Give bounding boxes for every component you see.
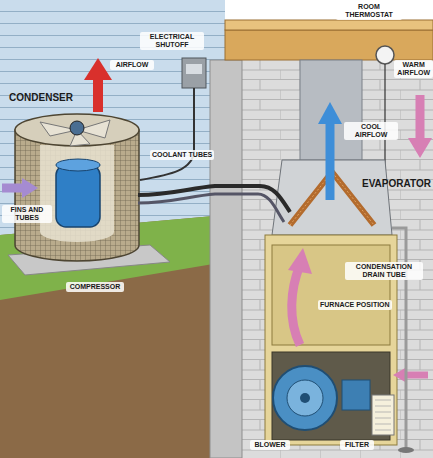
floor-boards — [225, 20, 433, 30]
intake-arrow — [2, 184, 24, 193]
fan-blades — [40, 120, 110, 146]
return-airflow-arrow — [405, 372, 428, 379]
thermostat — [376, 46, 394, 64]
component-title: EVAPORATOR — [362, 178, 431, 190]
furnace-airflow-arrow — [292, 265, 300, 345]
filter — [372, 395, 394, 435]
part-label: WARM AIRFLOW — [394, 60, 433, 78]
part-label: FURNACE POSITION — [318, 300, 392, 310]
coolant-tube — [138, 194, 284, 222]
foundation-wall — [210, 60, 242, 458]
blower-motor — [342, 380, 370, 410]
condenser-housing — [15, 130, 139, 261]
blower-wheel — [273, 366, 337, 430]
part-label: ROOM THERMOSTAT — [336, 2, 402, 20]
condenser-top — [15, 114, 139, 146]
compressor — [56, 165, 100, 227]
warm-airflow-arrow — [416, 95, 425, 140]
floor-joist — [225, 30, 433, 60]
drain-tube — [392, 228, 406, 448]
part-label: ELECTRICAL SHUTOFF — [140, 32, 204, 50]
fan-motor — [70, 121, 84, 135]
part-label: AIRFLOW — [110, 60, 154, 70]
part-label: COOLANT TUBES — [150, 150, 214, 160]
basement-wall — [225, 60, 433, 458]
part-label: COOL AIRFLOW — [344, 122, 398, 140]
component-title: CONDENSER — [6, 92, 76, 104]
cool-airflow-arrow — [326, 120, 335, 200]
shutoff-box — [182, 58, 206, 88]
part-label: BLOWER — [250, 440, 290, 450]
part-label: COMPRESSOR — [66, 282, 124, 292]
part-label: CONDENSATION DRAIN TUBE — [345, 262, 423, 280]
airflow-arrow — [93, 78, 103, 112]
power-cable — [140, 88, 194, 180]
house-siding — [0, 0, 225, 250]
part-label: FINS AND TUBES — [2, 205, 52, 223]
part-label: FILTER — [340, 440, 374, 450]
